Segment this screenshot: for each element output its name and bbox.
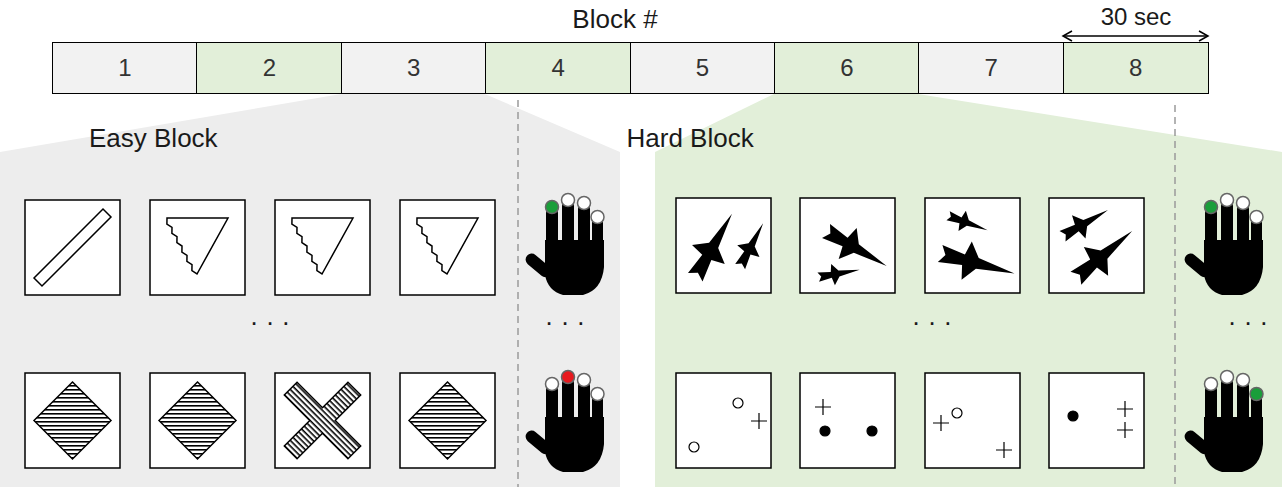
panel-shape xyxy=(655,94,1282,487)
title-holder: Block # xyxy=(572,5,657,34)
block-number: 7 xyxy=(985,55,998,81)
time-block: 6 xyxy=(774,42,920,94)
duration-arrow xyxy=(1063,31,1208,41)
block-number: 5 xyxy=(696,55,709,81)
time-block: 7 xyxy=(918,42,1064,94)
ellipsis: · · · xyxy=(545,309,585,335)
label-holder: 30 sec xyxy=(1101,5,1172,29)
panel-title: Easy Block xyxy=(89,124,218,153)
block-number: 3 xyxy=(407,55,420,81)
label-holder: · · · xyxy=(1228,309,1268,335)
panel-shape xyxy=(0,94,620,487)
label-holder: · · · xyxy=(545,309,585,335)
duration-label: 30 sec xyxy=(1101,5,1172,29)
ellipsis: · · · xyxy=(1228,309,1268,335)
time-block: 3 xyxy=(341,42,487,94)
block-panel: Hard Block xyxy=(655,94,1282,487)
ellipsis: · · · xyxy=(912,309,952,335)
panel-fill xyxy=(655,94,1282,487)
block-number: 2 xyxy=(263,55,276,81)
block-number: 4 xyxy=(551,55,564,81)
block-number: 6 xyxy=(840,55,853,81)
label-holder: · · · xyxy=(912,309,952,335)
divider-line xyxy=(1174,105,1176,487)
time-block: 4 xyxy=(485,42,631,94)
divider-line xyxy=(517,100,519,487)
block-panel: Easy Block xyxy=(0,94,620,487)
ellipsis: · · · xyxy=(250,309,290,335)
time-block: 2 xyxy=(196,42,342,94)
diagram-title: Block # xyxy=(572,5,657,34)
label-holder: · · · xyxy=(250,309,290,335)
time-block: 5 xyxy=(630,42,776,94)
block-number: 8 xyxy=(1129,55,1142,81)
time-block: 1 xyxy=(52,42,198,94)
time-block: 8 xyxy=(1063,42,1209,94)
block-number: 1 xyxy=(118,55,131,81)
panel-title: Hard Block xyxy=(627,124,754,153)
panel-fill xyxy=(0,94,620,487)
